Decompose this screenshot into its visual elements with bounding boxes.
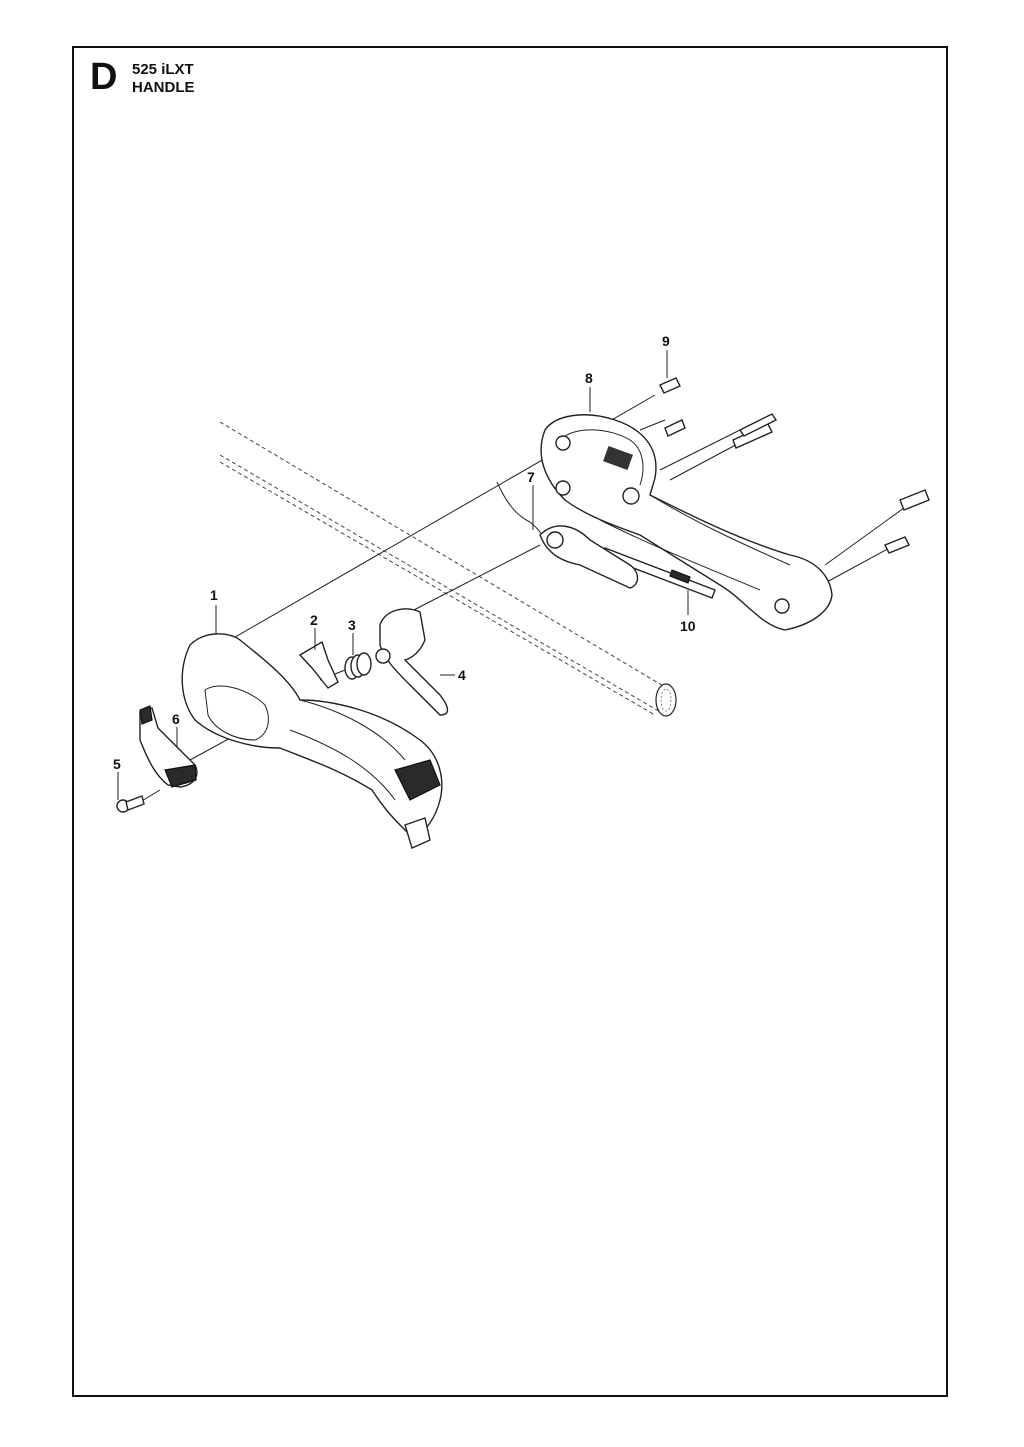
trigger-lock-part-7 [496,481,639,589]
callout-5: 5 [113,756,121,772]
callout-4: 4 [458,667,466,683]
callout-leaders [117,350,689,800]
group-title: HANDLE [132,79,195,96]
spring-part-3 [344,652,372,680]
page-frame [72,46,948,1397]
callout-9: 9 [662,333,670,349]
callout-10: 10 [680,618,696,634]
shaft-tube [219,421,677,717]
callout-2: 2 [310,612,318,628]
callouts: 1 2 3 4 5 6 7 8 9 10 [113,333,696,772]
handle-half-part-1 [181,633,443,849]
lever-part-2 [298,640,339,689]
cover-part-6 [139,705,198,788]
screw-part-5 [116,795,145,813]
callout-6: 6 [172,711,180,727]
screws-part-9 [659,377,930,554]
section-letter: D [90,56,118,98]
callout-1: 1 [210,587,218,603]
handle-half-part-8 [540,414,833,631]
callout-8: 8 [585,370,593,386]
throttle-trigger-part-4 [375,608,449,716]
model-name: 525 iLXT [132,61,194,78]
callout-3: 3 [348,617,356,633]
callout-7: 7 [527,469,535,485]
